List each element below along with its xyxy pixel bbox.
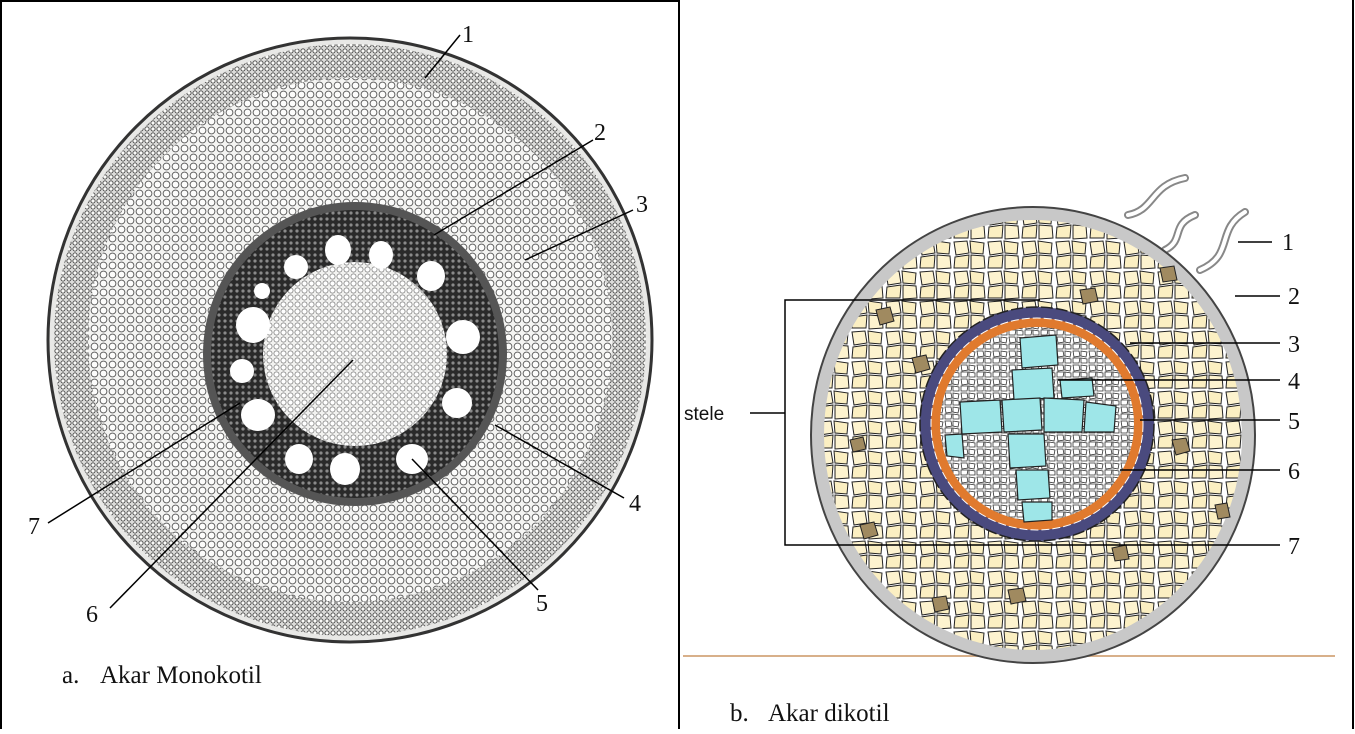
dicot-labels: 1 2 3 4 5 6 7 [1282,230,1300,560]
dicot-label-2: 2 [1288,284,1300,310]
mono-label-3: 3 [636,192,648,218]
dicot-label-6: 6 [1288,459,1300,485]
mono-label-7: 7 [28,514,40,540]
mono-label-4: 4 [629,491,641,517]
mono-label-6: 6 [86,602,98,628]
stele-label: stele [684,404,724,425]
caption-b-text: Akar dikotil [768,700,890,727]
mono-pith [263,262,447,446]
dicot-root-diagram: stele 1 2 3 4 5 6 7 [684,178,1300,663]
caption-a-letter: a. [62,662,100,690]
mono-label-2: 2 [594,120,606,146]
mono-label-1: 1 [462,22,474,48]
dicot-label-7: 7 [1288,534,1300,560]
dicot-label-3: 3 [1288,332,1300,358]
dicot-label-5: 5 [1288,409,1300,435]
caption-b-letter: b. [730,700,768,728]
mono-label-5: 5 [536,591,548,617]
dicot-label-4: 4 [1288,369,1300,395]
caption-a-text: Akar Monokotil [100,662,262,689]
monocot-root-diagram: 1 2 3 4 5 6 7 [28,22,652,642]
dicot-label-1: 1 [1282,230,1294,256]
caption-dikotil: b.Akar dikotil [730,700,890,728]
caption-monokotil: a.Akar Monokotil [62,662,262,690]
